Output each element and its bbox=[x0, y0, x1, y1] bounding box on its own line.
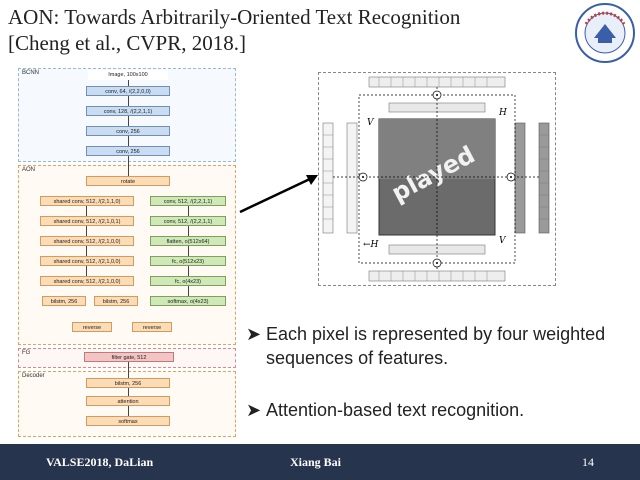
aon-feature-illustration: played H ←H V V bbox=[318, 72, 556, 286]
connector-arrow bbox=[188, 246, 189, 256]
right-branch-block: conv, 512, /(2,2,1,1) bbox=[150, 196, 226, 206]
connector-arrow bbox=[128, 156, 129, 176]
connector-arrow bbox=[128, 96, 129, 106]
right-branch-block: conv, 512, /(2,2,1,1) bbox=[150, 216, 226, 226]
bullet-text-line1: Attention-based text recognition. bbox=[266, 400, 525, 420]
right-branch-block: fc, o(512x23) bbox=[150, 256, 226, 266]
bcnn-block: conv, 256 bbox=[86, 146, 170, 156]
bilstm-left-block: bilstm, 256 bbox=[42, 296, 86, 306]
shared-conv-block: shared conv, 512, /(2,1,0,0) bbox=[40, 276, 134, 286]
connector-arrow bbox=[188, 226, 189, 236]
input-image-label: Image, 100x100 bbox=[88, 70, 168, 80]
bcnn-label: BCNN bbox=[22, 70, 40, 76]
right-branch-block: fc, o(4x23) bbox=[150, 276, 226, 286]
rotate-block: rotate bbox=[86, 176, 170, 186]
decoder-label: Decoder bbox=[22, 373, 45, 379]
decoder-block: softmax bbox=[86, 416, 170, 426]
fg-label: FG bbox=[22, 350, 31, 356]
slide-footer: VALSE2018, DaLian Xiang Bai 14 bbox=[0, 444, 640, 480]
bcnn-block: conv, 128, /(2,2,1,1) bbox=[86, 106, 170, 116]
pointer-arrow-icon bbox=[239, 175, 318, 214]
aon-section: AON bbox=[18, 165, 236, 345]
h-left-label: ←H bbox=[363, 240, 379, 250]
reverse-left-block: reverse bbox=[72, 322, 112, 332]
bullet-arrow-icon: ➤ bbox=[246, 400, 262, 420]
reverse-right-block: reverse bbox=[132, 322, 172, 332]
connector-arrow bbox=[128, 388, 129, 396]
bilstm-right-block: bilstm, 256 bbox=[94, 296, 138, 306]
bullet-arrow-icon: ➤ bbox=[246, 324, 262, 344]
bullet-text-line1: Each pixel is represented by four weight… bbox=[266, 324, 606, 344]
v-bottom-label: V bbox=[499, 236, 507, 246]
connector-arrow bbox=[86, 266, 87, 276]
bcnn-block: conv, 256 bbox=[86, 126, 170, 136]
shared-conv-block: shared conv, 512, /(2,1,1,0) bbox=[40, 196, 134, 206]
shared-conv-block: shared conv, 512, /(2,1,0,0) bbox=[40, 256, 134, 266]
connector-arrow bbox=[86, 206, 87, 216]
connector-arrow bbox=[188, 266, 189, 276]
h-right-label: H bbox=[498, 108, 507, 118]
bullet-point: ➤Attention-based text recognition. bbox=[246, 398, 638, 422]
connector-arrow bbox=[128, 116, 129, 126]
aon-label: AON bbox=[22, 167, 36, 173]
bullet-point: ➤Each pixel is represented by four weigh… bbox=[246, 322, 638, 370]
title-line-2: [Cheng et al., CVPR, 2018.] bbox=[8, 31, 246, 55]
connector-arrow bbox=[188, 286, 189, 296]
decoder-block: attention bbox=[86, 396, 170, 406]
page-number: 14 bbox=[582, 455, 594, 469]
connector-arrow bbox=[128, 406, 129, 416]
connector-arrow bbox=[128, 80, 129, 86]
shared-conv-block: shared conv, 512, /(2,1,0,1) bbox=[40, 216, 134, 226]
title-line-1: AON: Towards Arbitrarily-Oriented Text R… bbox=[8, 5, 461, 29]
shared-conv-block: shared conv, 512, /(2,1,0,0) bbox=[40, 236, 134, 246]
connector-arrow bbox=[86, 246, 87, 256]
connector-arrow bbox=[188, 206, 189, 216]
right-branch-block: softmax, o(4x23) bbox=[150, 296, 226, 306]
bullet-text-line2: sequences of features. bbox=[266, 348, 449, 368]
decoder-block: bilstm, 256 bbox=[86, 378, 170, 388]
connector-arrow bbox=[128, 136, 129, 146]
bcnn-block: conv, 64, /(2,2,0,0) bbox=[86, 86, 170, 96]
connector-arrow bbox=[128, 362, 129, 378]
university-seal-icon bbox=[575, 3, 635, 63]
architecture-diagram: BCNN AON FG Decoder Image, 100x100 conv,… bbox=[18, 68, 236, 440]
slide-title: AON: Towards Arbitrarily-Oriented Text R… bbox=[8, 4, 568, 56]
connector-arrow bbox=[86, 226, 87, 236]
footer-author: Xiang Bai bbox=[290, 455, 342, 469]
right-branch-block: flatten, o(512x64) bbox=[150, 236, 226, 246]
v-top-label: V bbox=[367, 118, 375, 128]
footer-event: VALSE2018, DaLian bbox=[46, 455, 154, 469]
filter-gate-block: filter gate, 512 bbox=[84, 352, 174, 362]
